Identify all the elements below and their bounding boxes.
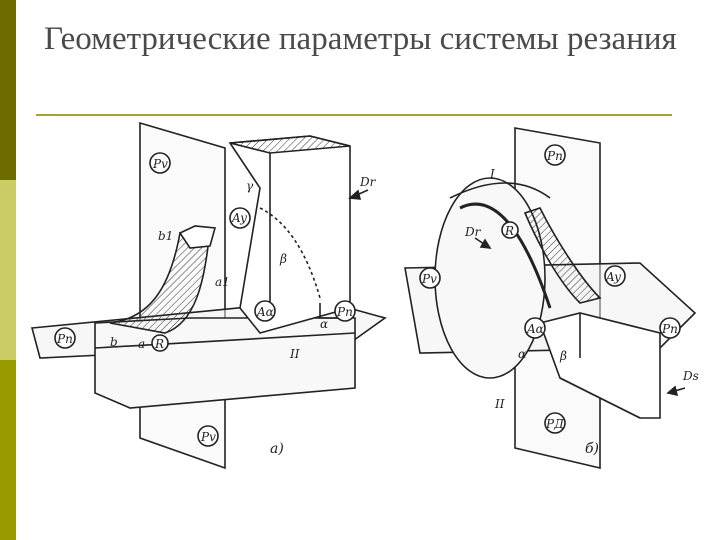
label-aa-a: Aα bbox=[256, 305, 274, 319]
figure-b bbox=[404, 127, 697, 470]
label-pd-b: PД bbox=[545, 417, 564, 431]
cutting-geometry-figure: Pv Pv Pn Pn Dr γ Ay b1 a1 β Aα α II b a … bbox=[30, 121, 699, 470]
label-roman-ii-b: II bbox=[494, 397, 505, 411]
label-beta-a: β bbox=[279, 252, 287, 266]
label-beta-b: β bbox=[559, 349, 567, 363]
sidebar-decoration bbox=[0, 0, 16, 540]
label-pn-right-a: Pn bbox=[336, 305, 353, 319]
label-pn-left-a: Pn bbox=[56, 332, 73, 346]
label-dr-b: Dr bbox=[464, 225, 482, 239]
panel-label-a: а) bbox=[270, 441, 284, 457]
label-gamma-a: γ bbox=[246, 179, 254, 193]
sidebar-segment-light bbox=[0, 180, 16, 360]
workpiece-a bbox=[94, 317, 356, 409]
cutting-tool-a bbox=[228, 135, 351, 334]
label-roman-i-b: I bbox=[489, 167, 495, 181]
label-alpha-a: α bbox=[320, 317, 328, 331]
label-pv-b: Pv bbox=[421, 272, 437, 286]
label-roman-ii-a: II bbox=[289, 347, 300, 361]
label-ds-b: Ds bbox=[682, 369, 699, 383]
label-pn-right-b: Pn bbox=[661, 322, 678, 336]
label-ay-a: Ay bbox=[231, 211, 247, 225]
sidebar-segment-dark bbox=[0, 0, 16, 180]
label-pn-top-b: Pn bbox=[546, 149, 563, 163]
slide-title: Геометрические параметры системы резания bbox=[44, 21, 677, 57]
label-b1-a: b1 bbox=[158, 229, 173, 243]
label-aa-b: Aα bbox=[526, 322, 544, 336]
label-dr-a: Dr bbox=[359, 175, 377, 189]
panel-label-b: б) bbox=[585, 441, 599, 457]
label-a-a: a bbox=[138, 337, 145, 351]
label-r-b: R bbox=[504, 224, 514, 238]
label-pv-top-a: Pv bbox=[152, 157, 168, 171]
label-r-a: R bbox=[154, 337, 164, 351]
chip-b bbox=[523, 207, 602, 304]
title-underline bbox=[36, 114, 672, 116]
figure-a-labels: Pv Pv Pn Pn Dr γ Ay b1 a1 β Aα α II b a … bbox=[56, 157, 377, 457]
figure-b-labels: I Pn Dr R Pv Ay Pn Aα α β II PД Ds б) bbox=[421, 149, 699, 457]
label-b-a: b bbox=[110, 335, 118, 349]
label-alpha-b: α bbox=[518, 347, 526, 361]
label-ay-b: Ay bbox=[605, 270, 621, 284]
label-a1-a: a1 bbox=[215, 275, 230, 289]
sidebar-segment-olive bbox=[0, 360, 16, 540]
label-pv-bottom-a: Pv bbox=[200, 430, 216, 444]
figure-a bbox=[30, 121, 387, 470]
